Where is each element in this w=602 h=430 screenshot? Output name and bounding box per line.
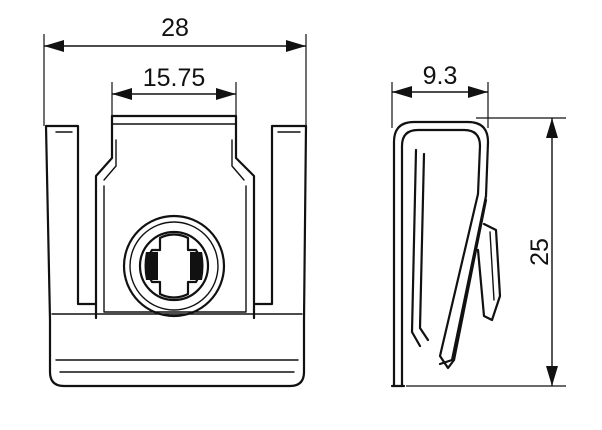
dimension-label-overall-width: 28 (161, 14, 189, 42)
side-inner-leg (410, 148, 430, 348)
front-left-wing (44, 124, 98, 322)
screw-hole-right-notch (190, 252, 204, 280)
dimension-label-height: 25 (526, 238, 554, 266)
front-right-wing (252, 124, 308, 322)
dimension-overall-width: 28 (43, 14, 307, 126)
front-base-plate (48, 318, 306, 388)
side-spring-outer (392, 120, 490, 388)
side-spring-tongue (476, 222, 502, 322)
dimension-clip-depth: 9.3 (391, 62, 489, 128)
front-inner-pocket (103, 185, 247, 313)
front-view: 28 15.75 (43, 14, 308, 388)
screw-hole (122, 214, 226, 318)
dimension-height: 25 (406, 117, 566, 387)
front-tab-fold (103, 139, 245, 181)
dimension-label-tab-width: 15.75 (143, 64, 206, 92)
side-spring-inner (400, 128, 488, 388)
dimension-label-clip-depth: 9.3 (423, 62, 458, 90)
side-view: 9.3 25 (390, 62, 566, 388)
screw-hole-left-notch (144, 252, 158, 280)
side-tongue-edge (489, 231, 495, 301)
front-inner-body (94, 114, 256, 320)
dimension-tab-width: 15.75 (111, 64, 237, 116)
